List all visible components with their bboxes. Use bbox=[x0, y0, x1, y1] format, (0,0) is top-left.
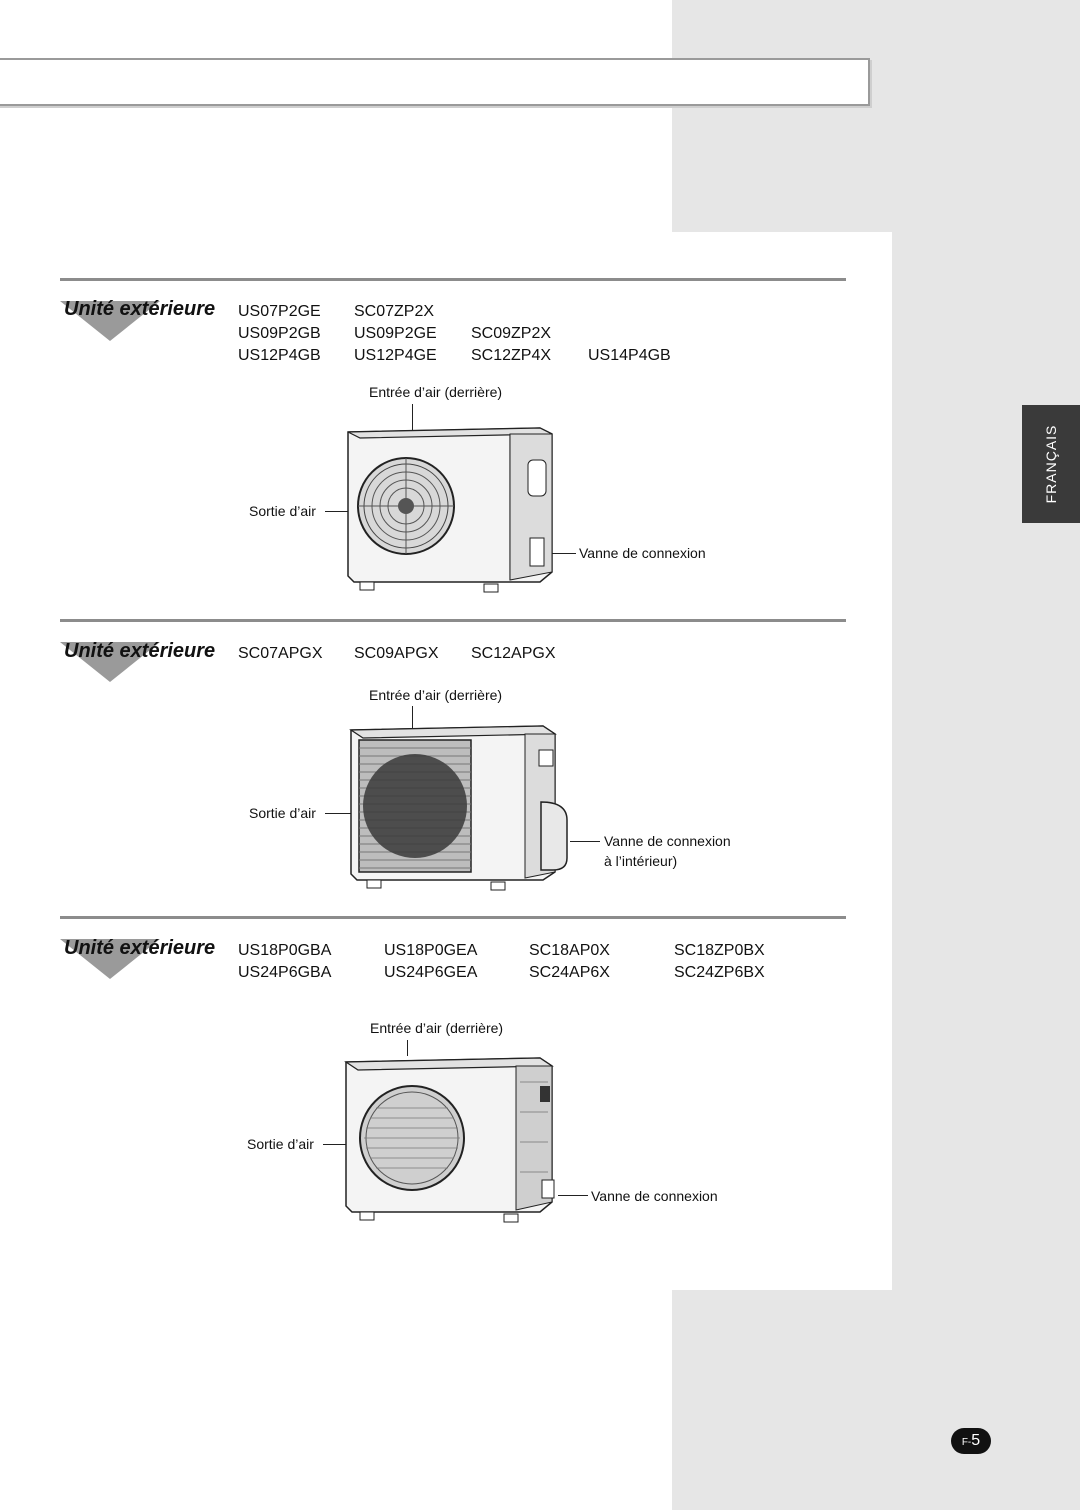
section-heading: Unité extérieure bbox=[64, 937, 216, 959]
leader-line bbox=[325, 813, 365, 814]
section-divider bbox=[60, 278, 846, 281]
air-inlet-label: Entrée d’air (derrière) bbox=[369, 687, 503, 703]
air-inlet-label: Entrée d’air (derrière) bbox=[369, 384, 503, 400]
page-margin-shade bbox=[672, 1290, 1080, 1510]
leader-line bbox=[558, 1195, 588, 1196]
page-margin-shade bbox=[672, 0, 1080, 232]
model-number: SC12APGX bbox=[471, 645, 556, 662]
section-marker bbox=[60, 939, 160, 979]
model-number: SC09ZP2X bbox=[471, 325, 552, 342]
model-number: SC09APGX bbox=[354, 645, 439, 662]
model-number: SC07APGX bbox=[238, 645, 323, 662]
section-divider bbox=[60, 916, 846, 919]
leader-line bbox=[323, 1144, 363, 1145]
section-marker bbox=[60, 642, 160, 682]
valve-label: Vanne de connexion bbox=[604, 833, 731, 849]
leader-line bbox=[570, 841, 600, 842]
leader-line bbox=[407, 1040, 408, 1056]
outdoor-unit-illustration bbox=[344, 1057, 555, 1223]
model-number: US18P0GEA bbox=[384, 942, 478, 959]
air-outlet-label: Sortie d’air bbox=[249, 805, 316, 821]
model-number: US24P6GEA bbox=[384, 964, 478, 981]
air-outlet-label: Sortie d’air bbox=[249, 503, 316, 519]
section-heading: Unité extérieure bbox=[64, 640, 216, 662]
page-number: F-5 bbox=[951, 1428, 991, 1454]
air-inlet-label: Entrée d’air (derrière) bbox=[370, 1020, 504, 1036]
model-number: US12P4GB bbox=[238, 347, 321, 364]
language-tab: FRANÇAIS bbox=[1022, 405, 1080, 523]
model-number: US07P2GE bbox=[238, 303, 321, 320]
section-marker bbox=[60, 301, 160, 341]
page-title-box bbox=[0, 58, 870, 106]
model-number: US09P2GB bbox=[238, 325, 321, 342]
leader-line bbox=[544, 553, 576, 554]
valve-note: à l’intérieur) bbox=[604, 853, 678, 869]
leader-line bbox=[412, 404, 413, 430]
model-number: SC24ZP6BX bbox=[674, 964, 765, 981]
page-margin-shade bbox=[892, 232, 1080, 1290]
model-number: SC12ZP4X bbox=[471, 347, 552, 364]
section-divider bbox=[60, 619, 846, 622]
model-number: SC18AP0X bbox=[529, 942, 610, 959]
model-number: SC24AP6X bbox=[529, 964, 610, 981]
model-number: US24P6GBA bbox=[238, 964, 332, 981]
model-number: SC07ZP2X bbox=[354, 303, 435, 320]
valve-label: Vanne de connexion bbox=[591, 1188, 718, 1204]
model-number: US12P4GE bbox=[354, 347, 437, 364]
outdoor-unit-illustration bbox=[349, 725, 568, 891]
model-number: SC18ZP0BX bbox=[674, 942, 765, 959]
outdoor-unit-illustration bbox=[347, 427, 553, 593]
section-heading: Unité extérieure bbox=[64, 298, 216, 320]
model-number: US09P2GE bbox=[354, 325, 437, 342]
valve-label: Vanne de connexion bbox=[579, 545, 706, 561]
leader-line bbox=[325, 511, 365, 512]
model-number: US18P0GBA bbox=[238, 942, 332, 959]
model-number: US14P4GB bbox=[588, 347, 671, 364]
leader-line bbox=[412, 706, 413, 728]
language-tab-label: FRANÇAIS bbox=[1043, 424, 1059, 504]
air-outlet-label: Sortie d’air bbox=[247, 1136, 314, 1152]
